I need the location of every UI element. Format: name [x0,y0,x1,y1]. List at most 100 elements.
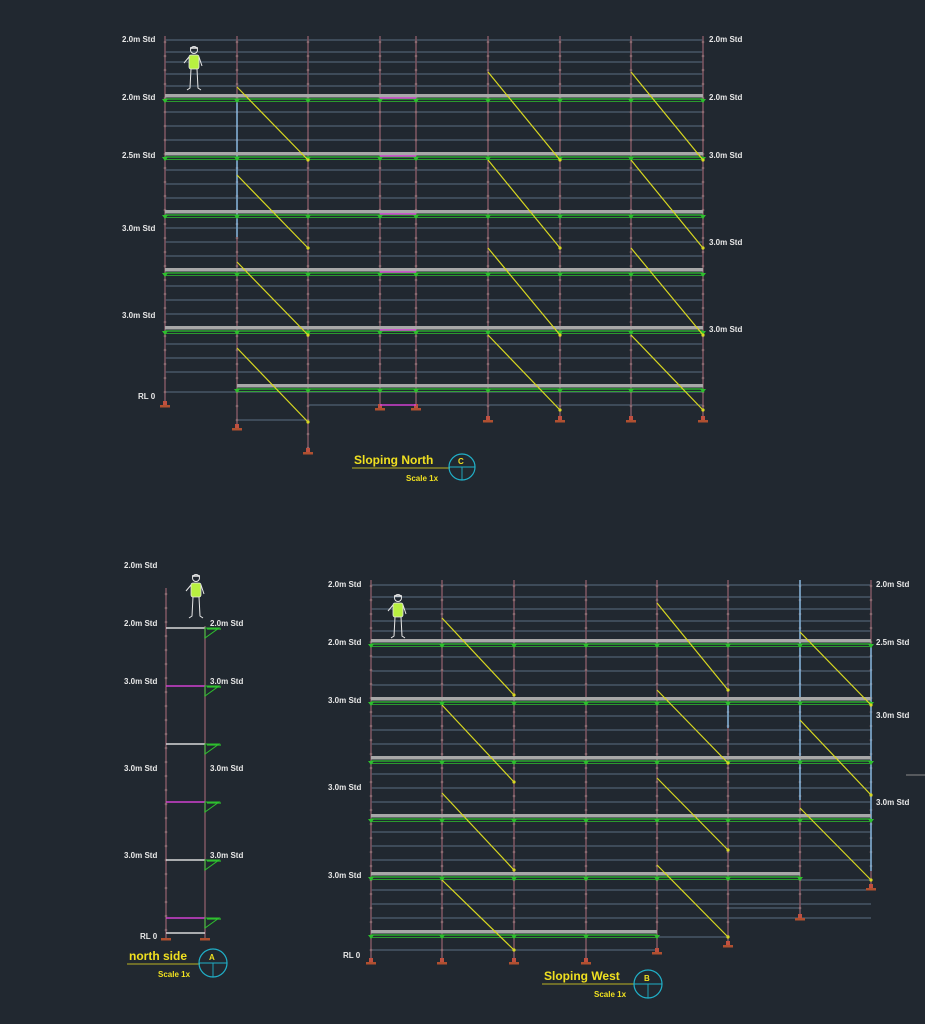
rosette-node [306,180,310,184]
rosette-node [486,404,490,408]
transom-clamp [305,273,311,277]
rosette-node [584,682,588,686]
rosette-node [558,194,562,198]
rosette-node [655,780,659,784]
rosette-node [558,362,562,366]
diagonal-brace [441,704,515,783]
rosette-node [629,320,633,324]
worker-legs [186,68,202,91]
base-plate [795,918,805,921]
rosette-node [163,362,167,366]
brace-coupler [306,420,310,424]
std-label: 2.5m Std [122,151,155,160]
rosette-node [512,906,516,910]
rosette-node [440,626,444,630]
rosette-node [306,250,310,254]
rosette-node [701,306,705,310]
rosette-node [369,780,373,784]
std-label: 3.0m Std [124,764,157,773]
transom-clamp [511,761,517,765]
transom-clamp [439,935,445,939]
rosette-node [558,68,562,72]
rosette-node [440,584,444,588]
rosette-node [655,612,659,616]
rosette-node [235,68,239,72]
rosette-node [512,766,516,770]
view-title: Sloping North [354,453,433,467]
rosette-node [369,668,373,672]
rosette-node [629,292,633,296]
rosette-node [629,348,633,352]
rosette-node [486,166,490,170]
rosette-node [378,334,382,338]
rosette-node [655,920,659,924]
transom-clamp [797,644,803,648]
transom-clamp [162,273,168,277]
std-label: 2.5m Std [876,638,909,647]
rosette-node [486,278,490,282]
rosette-node [440,906,444,910]
transom-clamp [725,702,731,706]
std-label: 3.0m Std [328,696,361,705]
worker-figure-icon [183,46,203,91]
rosette-node [726,780,730,784]
rosette-node [164,634,168,638]
base-plate [411,408,421,411]
rosette-node [163,264,167,268]
rosette-node [414,124,418,128]
rosette-node [726,598,730,602]
transom-clamp [413,331,419,335]
rosette-node [558,376,562,380]
brace-coupler [726,761,730,765]
rosette-node [701,166,705,170]
rosette-node [486,194,490,198]
transom-clamp [583,761,589,765]
rosette-node [164,704,168,708]
rosette-node [164,844,168,848]
transom-clamp [439,702,445,706]
rosette-node [235,54,239,58]
rosette-node [701,376,705,380]
deck-board [165,152,703,156]
rl-label: RL 0 [138,392,156,401]
rosette-node [369,584,373,588]
rosette-node [655,682,659,686]
std-label: 2.0m Std [210,619,243,628]
rosette-node [369,906,373,910]
rosette-node [306,320,310,324]
rosette-node [558,54,562,58]
rosette-node [869,612,873,616]
diagonal-brace [799,631,872,706]
rosette-node [558,292,562,296]
rosette-node [726,892,730,896]
hop-up-bracket [204,627,221,639]
rosette-node [701,250,705,254]
base-plate [698,420,708,423]
rosette-node [378,138,382,142]
rosette-node [701,138,705,142]
rosette-node [584,892,588,896]
rosette-node [235,236,239,240]
rosette-node [414,40,418,44]
view-title: Sloping West [544,969,620,983]
north-title-block: Sloping North Scale 1x C [352,453,476,483]
rosette-node [869,598,873,602]
rosette-node [369,598,373,602]
rosette-node [164,760,168,764]
brace-coupler [306,333,310,337]
rl-label: RL 0 [140,932,158,941]
rosette-node [378,362,382,366]
rosette-node [486,180,490,184]
rosette-node [701,110,705,114]
transom-clamp [234,157,240,161]
rosette-node [414,278,418,282]
rosette-node [163,390,167,394]
rosette-node [369,850,373,854]
transom-clamp [234,389,240,393]
transom-clamp [413,99,419,103]
rosette-node [440,752,444,756]
transom-clamp [628,273,634,277]
rosette-node [558,404,562,408]
rosette-node [369,892,373,896]
